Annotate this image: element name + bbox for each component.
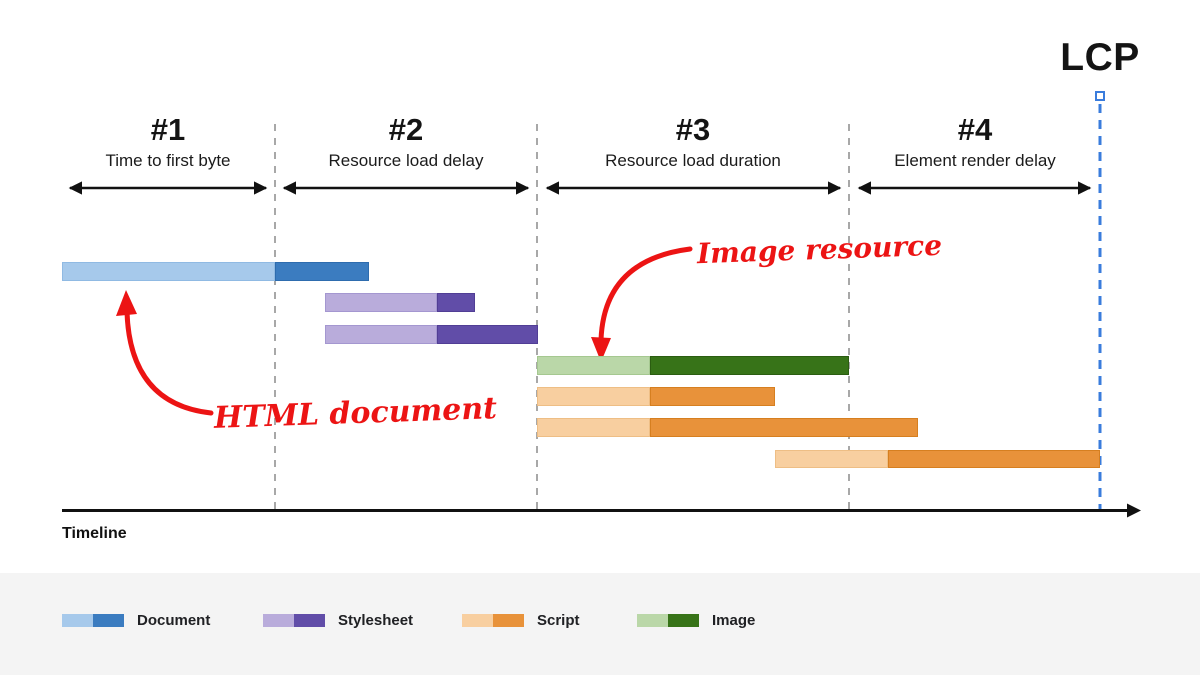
legend-swatch-light: [462, 614, 493, 627]
bar-script-dark: [650, 387, 775, 406]
bar-script-dark: [888, 450, 1100, 468]
image-resource-arrow-icon: [598, 246, 693, 343]
bar-document-light: [62, 262, 275, 281]
legend-item-document: Document: [62, 612, 210, 629]
bar-script-dark: [650, 418, 918, 437]
legend-swatch-image: [637, 614, 699, 627]
bar-script-light: [775, 450, 888, 468]
legend-item-label: Image: [712, 612, 756, 629]
legend-swatch-script: [462, 614, 524, 627]
image-resource-arrowhead-icon: [591, 337, 611, 362]
timeline-arrowhead-icon: [1127, 503, 1141, 518]
bar-stylesheet-dark: [437, 293, 475, 312]
legend-swatch-document: [62, 614, 124, 627]
phase-number: #2: [388, 112, 424, 147]
phase-label: Element render delay: [894, 151, 1056, 170]
legend-item-label: Script: [537, 612, 580, 629]
legend-item-label: Document: [137, 612, 211, 629]
phase-header-2: #2 Resource load delay: [281, 112, 531, 172]
bar-document-dark: [275, 262, 369, 281]
legend-band: [0, 573, 1200, 675]
legend-swatch-light: [263, 614, 294, 627]
legend-swatch-dark: [668, 614, 699, 627]
phase-header-4: #4 Element render delay: [850, 112, 1100, 172]
html-document-arrowhead-icon: [116, 290, 137, 316]
phase-header-1: #1 Time to first byte: [43, 112, 293, 172]
legend-swatch-stylesheet: [263, 614, 325, 627]
bar-script-light: [537, 418, 650, 437]
html-document-arrow-icon: [124, 309, 214, 416]
legend-item-script: Script: [462, 612, 580, 629]
legend-swatch-dark: [493, 614, 524, 627]
bar-image-light: [537, 356, 650, 375]
legend-item-label: Stylesheet: [338, 612, 414, 629]
phase-header-3: #3 Resource load duration: [568, 112, 818, 172]
bar-image-dark: [650, 356, 849, 375]
bar-script-light: [537, 387, 650, 406]
phase-number: #1: [150, 112, 186, 147]
phase-label: Resource load delay: [328, 151, 484, 170]
bar-stylesheet-light: [325, 325, 437, 344]
legend-item-stylesheet: Stylesheet: [263, 612, 413, 629]
legend-swatch-dark: [294, 614, 325, 627]
legend-swatch-dark: [93, 614, 124, 627]
phase-label: Resource load duration: [605, 151, 781, 170]
phase-number: #3: [675, 112, 711, 147]
lcp-title: LCP: [1060, 36, 1140, 79]
timeline-label: Timeline: [62, 525, 127, 542]
phase-number: #4: [957, 112, 993, 147]
legend-swatch-light: [637, 614, 668, 627]
bar-stylesheet-light: [325, 293, 437, 312]
lcp-marker-square: [1095, 91, 1105, 101]
legend-swatch-light: [62, 614, 93, 627]
bar-stylesheet-dark: [437, 325, 538, 344]
phase-label: Time to first byte: [105, 151, 231, 170]
legend-item-image: Image: [637, 612, 755, 629]
